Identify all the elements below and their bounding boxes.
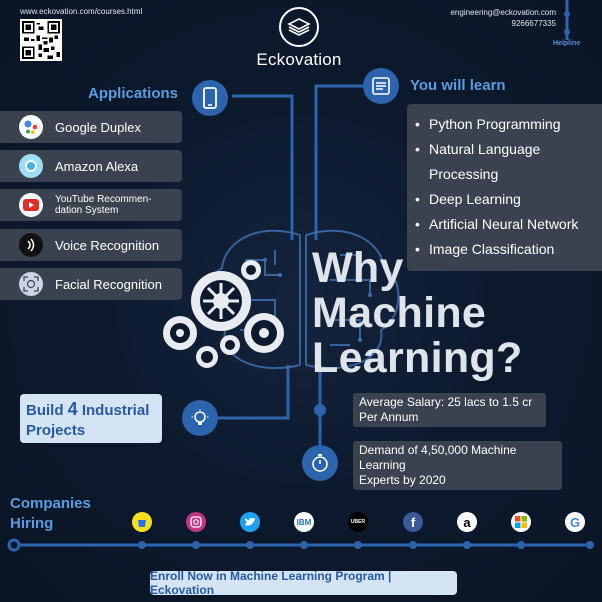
project-count: 4 — [67, 399, 78, 419]
qr-code — [20, 19, 62, 61]
app-label-line2: dation System — [55, 205, 119, 216]
youtube-icon — [19, 193, 43, 217]
app-label: YouTube Recommen- dation System — [55, 194, 152, 216]
app-item-google-duplex: Google Duplex — [0, 111, 182, 143]
contact-info: engineering@eckovation.com 9266677335 — [450, 7, 556, 29]
google-assistant-icon — [19, 115, 43, 139]
google-icon: G — [565, 512, 585, 532]
alexa-icon — [19, 154, 43, 178]
contact-phone[interactable]: 9266677335 — [511, 19, 557, 28]
app-label: Google Duplex — [55, 119, 141, 135]
website-url[interactable]: www.eckovation.com/courses.html — [20, 7, 143, 16]
learn-item: •Artificial Neural Network — [415, 216, 579, 232]
salary-stat: Average Salary: 25 lacs to 1.5 cr Per An… — [353, 393, 546, 427]
books-logo-icon — [287, 18, 311, 36]
timeline-dot — [246, 541, 254, 549]
headline-line2: Machine — [312, 289, 487, 337]
app-item-voice-recognition: Voice Recognition — [0, 229, 182, 261]
timeline-dot — [517, 541, 525, 549]
build-projects-box: Build 4 Industrial Projects — [20, 394, 162, 443]
headline: Why Machine Learning? — [312, 246, 523, 381]
gears-illustration — [163, 260, 284, 368]
list-icon — [363, 68, 399, 104]
microsoft-icon — [511, 512, 531, 532]
learn-title: You will learn — [410, 77, 506, 94]
brand-name: Eckovation — [256, 50, 342, 69]
flipkart-icon — [132, 512, 152, 532]
ibm-icon: IBM — [294, 512, 314, 532]
companies-title: Companies Hiring — [10, 495, 91, 532]
voice-wave-icon — [19, 233, 43, 257]
learn-item: •Image Classification — [415, 241, 555, 257]
uber-icon: UBER — [348, 512, 368, 532]
timeline-dot — [138, 541, 146, 549]
helpline-label: Helpline — [553, 40, 581, 47]
contact-email[interactable]: engineering@eckovation.com — [450, 8, 556, 17]
app-item-amazon-alexa: Amazon Alexa — [0, 150, 182, 182]
app-label-line1: YouTube Recommen- — [55, 194, 152, 205]
app-item-youtube: YouTube Recommen- dation System — [0, 189, 182, 221]
headline-line3: Learning? — [312, 334, 523, 382]
timeline-dot — [463, 541, 471, 549]
app-item-facial-recognition: Facial Recognition — [0, 268, 182, 300]
smartphone-icon — [192, 80, 228, 116]
app-label: Facial Recognition — [55, 276, 162, 292]
timeline-dot — [192, 541, 200, 549]
lightbulb-icon — [182, 400, 218, 436]
timeline-dot — [409, 541, 417, 549]
learn-item: •Python Programming — [415, 116, 561, 132]
timeline-dot — [354, 541, 362, 549]
applications-title: Applications — [88, 85, 179, 102]
app-label: Voice Recognition — [55, 237, 160, 253]
timeline-dot — [300, 541, 308, 549]
amazon-icon: a — [457, 512, 477, 532]
stopwatch-icon — [302, 445, 338, 481]
enroll-button[interactable]: Enroll Now in Machine Learning Program |… — [150, 569, 457, 597]
learn-item: •Deep Learning — [415, 191, 521, 207]
twitter-icon — [240, 512, 260, 532]
headline-line1: Why — [312, 244, 404, 292]
app-label: Amazon Alexa — [55, 158, 139, 174]
facebook-icon: f — [403, 512, 423, 532]
demand-stat: Demand of 4,50,000 Machine Learning Expe… — [353, 441, 562, 490]
face-scan-icon — [19, 272, 43, 296]
instagram-icon — [186, 512, 206, 532]
eckovation-logo — [279, 7, 319, 47]
